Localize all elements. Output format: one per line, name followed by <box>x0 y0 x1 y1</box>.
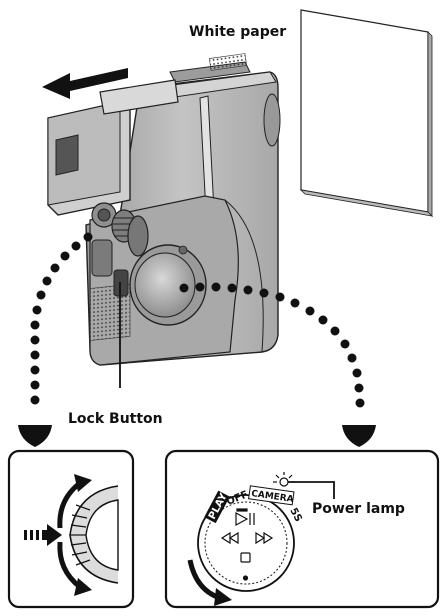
label-lock-button: Lock Button <box>68 411 163 427</box>
camera-illustration <box>48 54 280 365</box>
dial-panel-right <box>166 451 438 607</box>
white-paper <box>301 10 432 216</box>
label-power-lamp: Power lamp <box>312 501 405 517</box>
label-white-paper: White paper <box>189 24 286 40</box>
dial-panel-left <box>9 451 133 607</box>
